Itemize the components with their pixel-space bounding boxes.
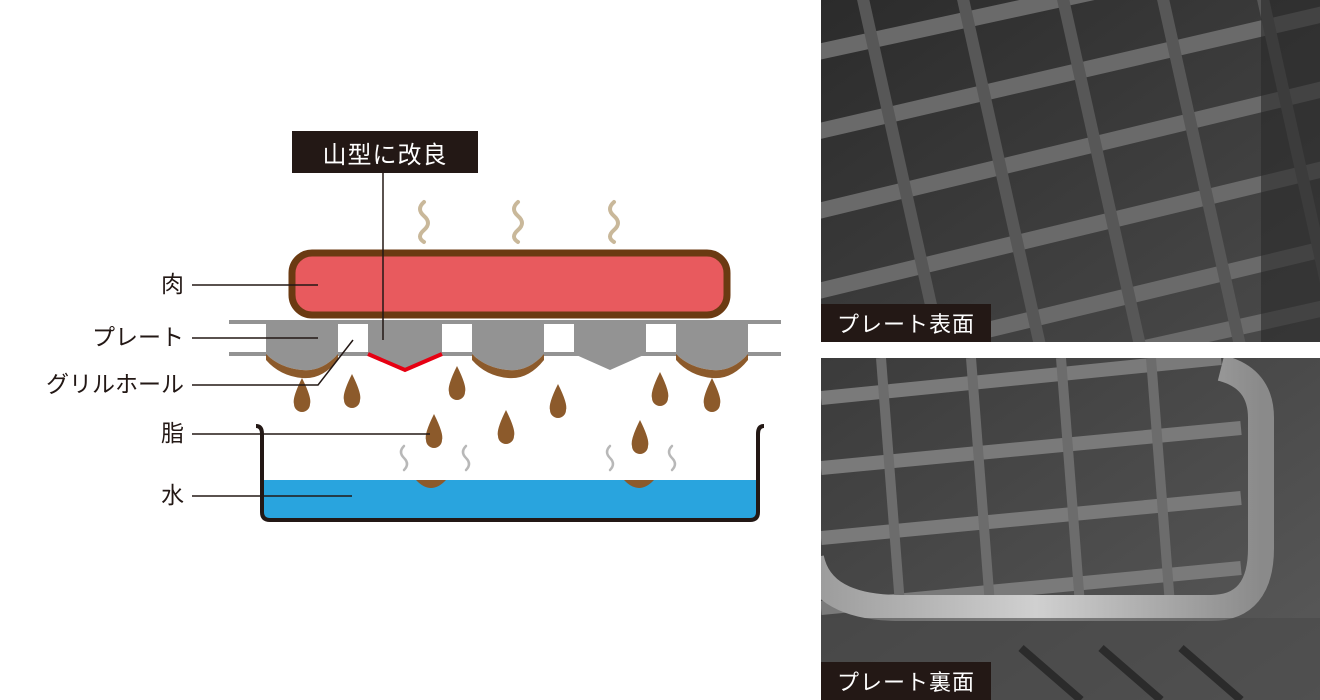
plate-segment bbox=[676, 324, 748, 371]
steam-wisp bbox=[399, 444, 409, 472]
grill-cross-section-diagram bbox=[192, 173, 781, 522]
caption-plate-surface: プレート表面 bbox=[821, 304, 992, 342]
fat-drops bbox=[293, 366, 721, 454]
leader-grill-hole bbox=[192, 339, 354, 386]
fat-on-plate bbox=[266, 354, 748, 379]
mountain-shape-highlight bbox=[367, 352, 443, 373]
callout-mountain-shape: 山型に改良 bbox=[292, 131, 478, 173]
label-fat: 脂 bbox=[161, 421, 184, 447]
water bbox=[263, 480, 756, 518]
fat-drop bbox=[549, 384, 567, 418]
plate-back-image bbox=[821, 358, 1320, 700]
plate-segment bbox=[266, 324, 338, 371]
water-pan bbox=[255, 424, 765, 522]
caption-plate-back: プレート裏面 bbox=[821, 662, 992, 700]
steam-wisp bbox=[512, 200, 524, 244]
label-water: 水 bbox=[161, 483, 184, 509]
plate-segment bbox=[472, 324, 544, 371]
plate-segment bbox=[574, 324, 646, 370]
steam-wisp bbox=[608, 200, 620, 244]
plate-segments bbox=[266, 324, 748, 371]
steam-wisp bbox=[605, 444, 615, 472]
label-meat: 肉 bbox=[161, 272, 184, 298]
fat-drop bbox=[448, 366, 466, 400]
photo-plate-surface: プレート表面 bbox=[821, 0, 1320, 342]
steam-above-meat bbox=[418, 200, 620, 244]
steam-wisp bbox=[418, 200, 430, 244]
fat-smear bbox=[676, 354, 748, 379]
photo-plate-back: プレート裏面 bbox=[821, 358, 1320, 700]
fat-drop bbox=[343, 374, 361, 408]
fat-drop bbox=[425, 414, 443, 448]
fat-smear bbox=[266, 354, 338, 379]
fat-on-water bbox=[416, 480, 446, 488]
fat-drop bbox=[631, 420, 649, 454]
fat-on-water bbox=[624, 480, 654, 488]
fat-drop bbox=[703, 378, 721, 412]
meat bbox=[288, 249, 731, 319]
steam-above-water bbox=[399, 444, 677, 472]
plate-surface-image bbox=[821, 0, 1320, 342]
label-plate: プレート bbox=[92, 325, 184, 351]
fat-smear bbox=[472, 354, 544, 379]
fat-drop bbox=[497, 410, 515, 444]
steam-wisp bbox=[667, 444, 677, 472]
label-grill-hole: グリルホール bbox=[46, 372, 184, 398]
fat-drop bbox=[293, 378, 311, 412]
fat-drop bbox=[651, 372, 669, 406]
steam-wisp bbox=[461, 444, 471, 472]
plate-segment bbox=[368, 324, 442, 370]
leader-lines bbox=[192, 173, 430, 497]
